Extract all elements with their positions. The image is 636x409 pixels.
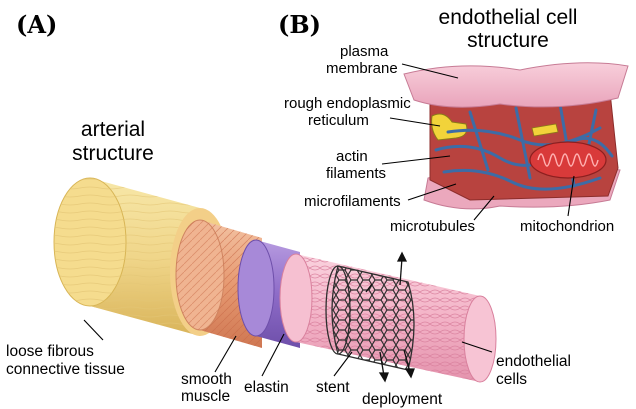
- rer-label-line2: reticulum: [308, 112, 369, 129]
- loose-fibrous-label-line2: connective tissue: [6, 361, 125, 378]
- loose-fibrous-leader: [84, 320, 103, 340]
- plasma-membrane-label-line2: membrane: [326, 60, 398, 77]
- smooth-muscle-label-line1: smooth: [181, 371, 232, 388]
- cell-illustration: [404, 63, 628, 209]
- panel-b-label: (B): [278, 10, 321, 39]
- cell-title-line1: endothelial cell: [439, 6, 578, 29]
- smooth-muscle-label-line2: muscle: [181, 388, 230, 405]
- mitochondrion-label: mitochondrion: [520, 218, 614, 235]
- elastin-label: elastin: [244, 379, 289, 396]
- cell-title-line2: structure: [467, 29, 549, 52]
- loose-fibrous-label-line1: loose fibrous: [6, 343, 94, 360]
- stent-label: stent: [316, 379, 350, 396]
- microfilaments-label: microfilaments: [304, 193, 401, 210]
- microtubules-label: microtubules: [390, 218, 475, 235]
- endothelial-label-line2: cells: [496, 371, 527, 388]
- mitochondrion-organelle: [530, 142, 606, 178]
- top-membrane: [404, 63, 628, 107]
- artery-title-line1: arterial: [81, 118, 145, 141]
- artery-title-line2: structure: [72, 142, 154, 165]
- panel-a-label: (A): [16, 10, 57, 39]
- actin-label-line2: filaments: [326, 165, 386, 182]
- plasma-membrane-label-line1: plasma: [340, 43, 389, 60]
- rer-label-line1: rough endoplasmic: [284, 95, 411, 112]
- endothelial-label-line1: endothelial: [496, 353, 571, 370]
- actin-label-line1: actin: [336, 148, 368, 165]
- deployment-label: deployment: [362, 391, 443, 408]
- smooth-muscle-leader: [215, 336, 236, 372]
